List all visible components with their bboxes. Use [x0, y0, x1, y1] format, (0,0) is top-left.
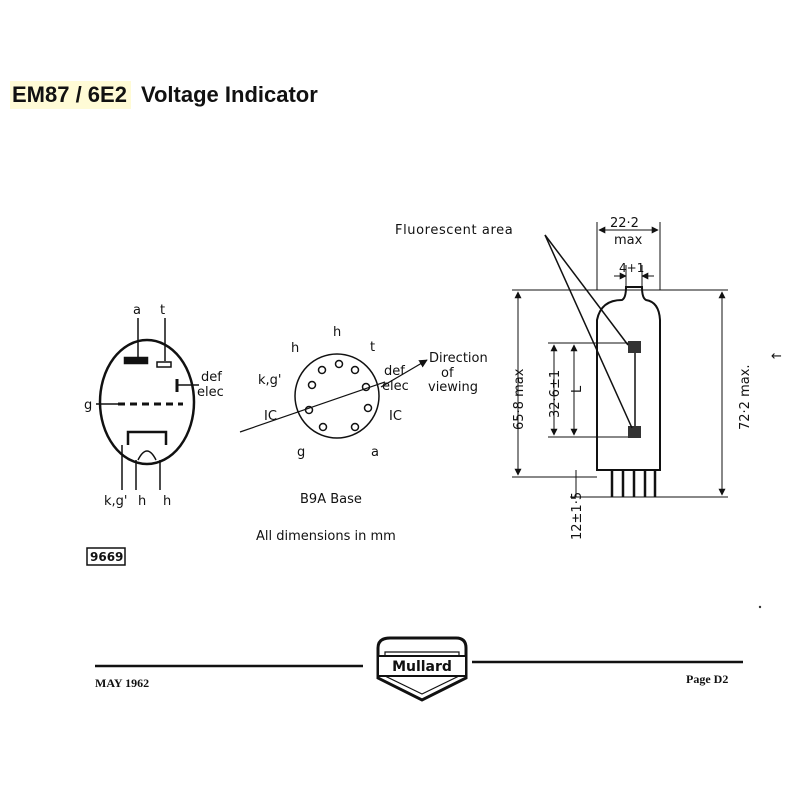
- area-length-value: 32·6±1: [548, 370, 563, 418]
- pin-length-value: 12±1·5: [570, 492, 585, 540]
- base-label-ic-left: IC: [264, 409, 277, 424]
- base-label-h-top: h: [333, 325, 341, 340]
- base-caption: B9A Base: [300, 492, 362, 507]
- cathode: [126, 430, 168, 445]
- tube-envelope: [98, 338, 196, 466]
- base-pin: [317, 365, 327, 375]
- tube-symbol: [96, 318, 199, 490]
- symbol-label-h2: h: [163, 494, 171, 509]
- body-length-value: 65·8 max: [512, 368, 527, 430]
- fluorescent-mark-bottom: [628, 426, 641, 438]
- title-description: Voltage Indicator: [140, 82, 318, 107]
- base-label-a: a: [371, 445, 379, 460]
- title-part-number: EM87 / 6E2: [10, 81, 131, 109]
- base-pin: [318, 422, 328, 432]
- logo-text: Mullard: [392, 659, 452, 675]
- footer-page: Page D2: [686, 672, 728, 686]
- symbol-label-h1: h: [138, 494, 146, 509]
- direction-text-1: Direction: [429, 351, 488, 366]
- speck: [758, 605, 762, 609]
- outline-drawing: [512, 222, 728, 498]
- fluorescent-leader-2: [544, 234, 633, 429]
- viewing-axis: [239, 381, 386, 433]
- base-pin: [307, 380, 317, 390]
- page-title: EM87 / 6E2 Voltage Indicator: [10, 81, 318, 109]
- L-value: L: [570, 385, 585, 393]
- width-value: 22·2: [610, 216, 639, 231]
- heater: [137, 450, 157, 461]
- fluorescent-mark-top: [628, 341, 641, 353]
- width-note: max: [614, 233, 643, 248]
- base-diagram: [239, 353, 428, 439]
- base-pin: [334, 359, 344, 369]
- base-label-h-left: h: [291, 341, 299, 356]
- direction-text-3: viewing: [428, 380, 478, 395]
- base-pin: [350, 422, 360, 432]
- symbol-label-g: g: [84, 398, 92, 413]
- base-label-t: t: [370, 340, 375, 355]
- bulb-outline: [596, 286, 661, 471]
- base-pin: [350, 365, 360, 375]
- mullard-logo: Mullard: [376, 636, 468, 702]
- base-pin: [363, 403, 373, 413]
- base-label-elec: elec: [382, 379, 409, 394]
- outline-pins: [610, 470, 657, 497]
- symbol-label-kg: k,g': [104, 494, 128, 509]
- direction-text-2: of: [441, 366, 454, 381]
- anode-plate: [123, 356, 149, 365]
- symbol-label-def: def: [201, 370, 222, 385]
- symbol-label-elec: elec: [197, 385, 224, 400]
- base-pins: [304, 359, 373, 432]
- symbol-label-t: t: [160, 303, 165, 318]
- dimensions-note: All dimensions in mm: [256, 529, 396, 544]
- fluorescent-area-label: Fluorescent area: [395, 223, 513, 238]
- target-plate: [156, 361, 172, 368]
- base-label-ic-right: IC: [389, 409, 402, 424]
- base-outline: [294, 353, 380, 439]
- ref-box: [86, 547, 126, 566]
- pin-spacing-value: 4+1: [619, 261, 644, 275]
- base-label-def: def: [384, 364, 405, 379]
- total-length-value: 72·2 max.: [738, 364, 753, 430]
- direction-pointer: [380, 359, 428, 388]
- symbol-label-a: a: [133, 303, 141, 318]
- ref-number: 9669: [90, 550, 123, 564]
- viewing-arrow-icon: ←: [771, 349, 782, 364]
- base-label-g: g: [297, 445, 305, 460]
- base-label-kg: k,g': [258, 373, 282, 388]
- footer-date: MAY 1962: [95, 676, 149, 690]
